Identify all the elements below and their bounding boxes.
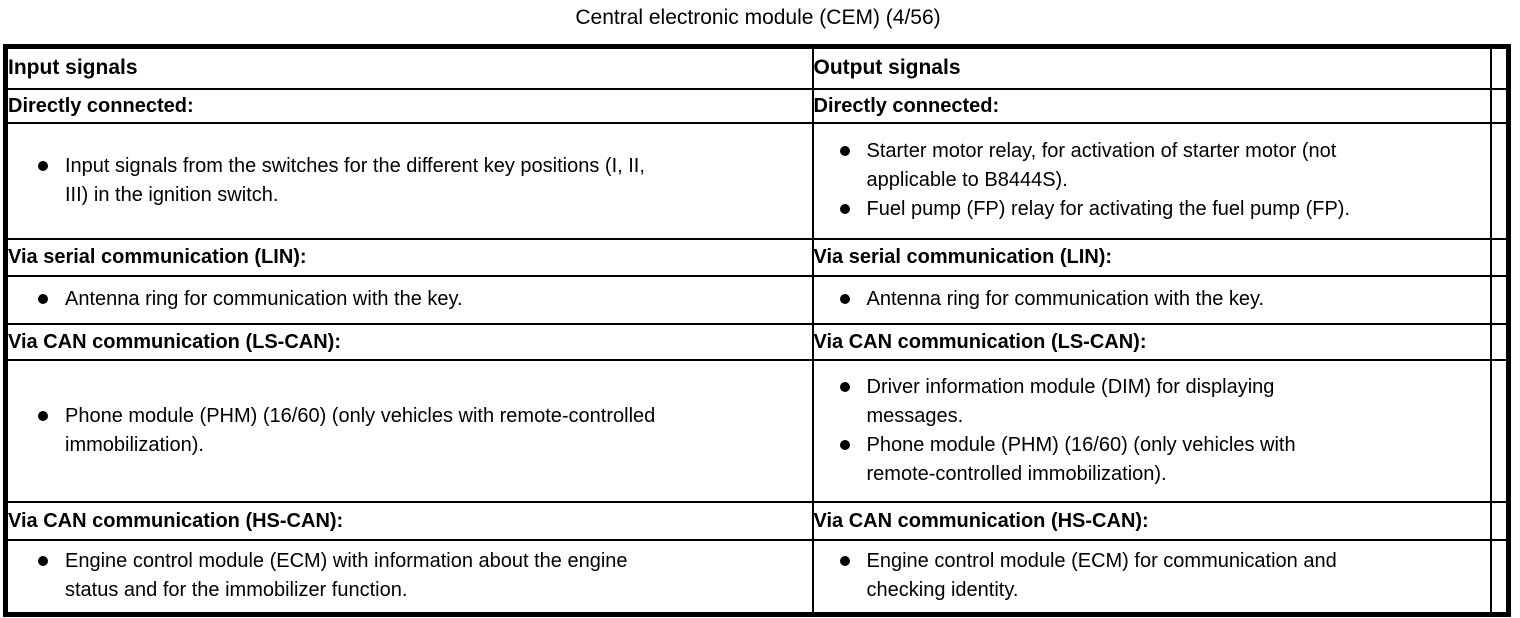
spacer-cell xyxy=(1489,237,1510,277)
input-hs-can-cell: Engine control module (ECM) with informa… xyxy=(4,538,814,616)
bullet-icon xyxy=(38,410,48,421)
bullet-text: Antenna ring for communication with the … xyxy=(65,288,463,310)
page-title: Central electronic module (CEM) (4/56) xyxy=(575,6,941,29)
bullet-icon xyxy=(839,556,850,567)
list-item: Antenna ring for communication with the … xyxy=(8,285,811,314)
output-directly-connected-heading: Directly connected: xyxy=(811,87,1492,124)
spacer-cell xyxy=(1489,45,1510,90)
list-item: Engine control module (ECM) for communic… xyxy=(815,547,1489,605)
output-directly-connected-cell: Starter motor relay, for activation of s… xyxy=(811,121,1492,240)
spacer-cell xyxy=(1489,500,1510,541)
input-directly-connected-cell: Input signals from the switches for the … xyxy=(4,121,814,240)
bullet-text: Driver information module (DIM) for disp… xyxy=(866,375,1275,427)
bullet-icon xyxy=(38,294,48,304)
output-lin-heading: Via serial communication (LIN): xyxy=(811,237,1492,277)
spacer-cell xyxy=(1489,121,1510,240)
bullet-icon xyxy=(839,146,850,156)
spacer-cell xyxy=(1489,87,1510,124)
list-item: Input signals from the switches for the … xyxy=(8,152,811,210)
spacer-cell xyxy=(1489,322,1510,361)
list-item: Phone module (PHM) (16/60) (only vehicle… xyxy=(8,402,811,460)
bullet-icon xyxy=(839,204,850,214)
spacer-cell xyxy=(1489,538,1510,616)
output-signals-header: Output signals xyxy=(811,45,1492,90)
bullet-text: Starter motor relay, for activation of s… xyxy=(866,140,1337,191)
input-signals-header: Input signals xyxy=(4,45,814,90)
input-ls-can-cell: Phone module (PHM) (16/60) (only vehicle… xyxy=(4,358,814,503)
spacer-cell xyxy=(1489,274,1510,325)
bullet-icon xyxy=(839,294,850,304)
output-hs-can-cell: Engine control module (ECM) for communic… xyxy=(811,538,1492,616)
bullet-icon xyxy=(38,556,48,567)
bullet-text: Input signals from the switches for the … xyxy=(65,154,645,206)
output-ls-can-cell: Driver information module (DIM) for disp… xyxy=(811,358,1492,503)
output-lin-cell: Antenna ring for communication with the … xyxy=(811,274,1492,325)
list-item: Engine control module (ECM) with informa… xyxy=(8,547,811,605)
bullet-icon xyxy=(38,160,48,171)
bullet-text: Antenna ring for communication with the … xyxy=(866,288,1265,310)
list-item: Starter motor relay, for activation of s… xyxy=(815,137,1489,195)
list-item: Phone module (PHM) (16/60) (only vehicle… xyxy=(815,431,1489,489)
output-ls-can-heading: Via CAN communication (LS-CAN): xyxy=(811,322,1492,361)
input-lin-cell: Antenna ring for communication with the … xyxy=(4,274,814,325)
bullet-text: Phone module (PHM) (16/60) (only vehicle… xyxy=(65,404,656,456)
spacer-cell xyxy=(1489,358,1510,503)
bullet-text: Fuel pump (FP) relay for activating the … xyxy=(866,198,1351,220)
list-item: Fuel pump (FP) relay for activating the … xyxy=(815,195,1489,224)
list-item: Antenna ring for communication with the … xyxy=(815,285,1489,314)
input-ls-can-heading: Via CAN communication (LS-CAN): xyxy=(4,322,814,361)
bullet-text: Phone module (PHM) (16/60) (only vehicle… xyxy=(866,433,1296,485)
bullet-icon xyxy=(839,381,850,392)
signals-table: Input signals Output signals Directly co… xyxy=(3,44,1511,617)
bullet-icon xyxy=(839,439,850,450)
bullet-text: Engine control module (ECM) for communic… xyxy=(866,550,1337,602)
bullet-text: Engine control module (ECM) with informa… xyxy=(65,550,628,602)
output-hs-can-heading: Via CAN communication (HS-CAN): xyxy=(811,500,1492,541)
input-directly-connected-heading: Directly connected: xyxy=(4,87,814,124)
list-item: Driver information module (DIM) for disp… xyxy=(815,373,1489,431)
input-hs-can-heading: Via CAN communication (HS-CAN): xyxy=(4,500,814,541)
input-lin-heading: Via serial communication (LIN): xyxy=(4,237,814,277)
